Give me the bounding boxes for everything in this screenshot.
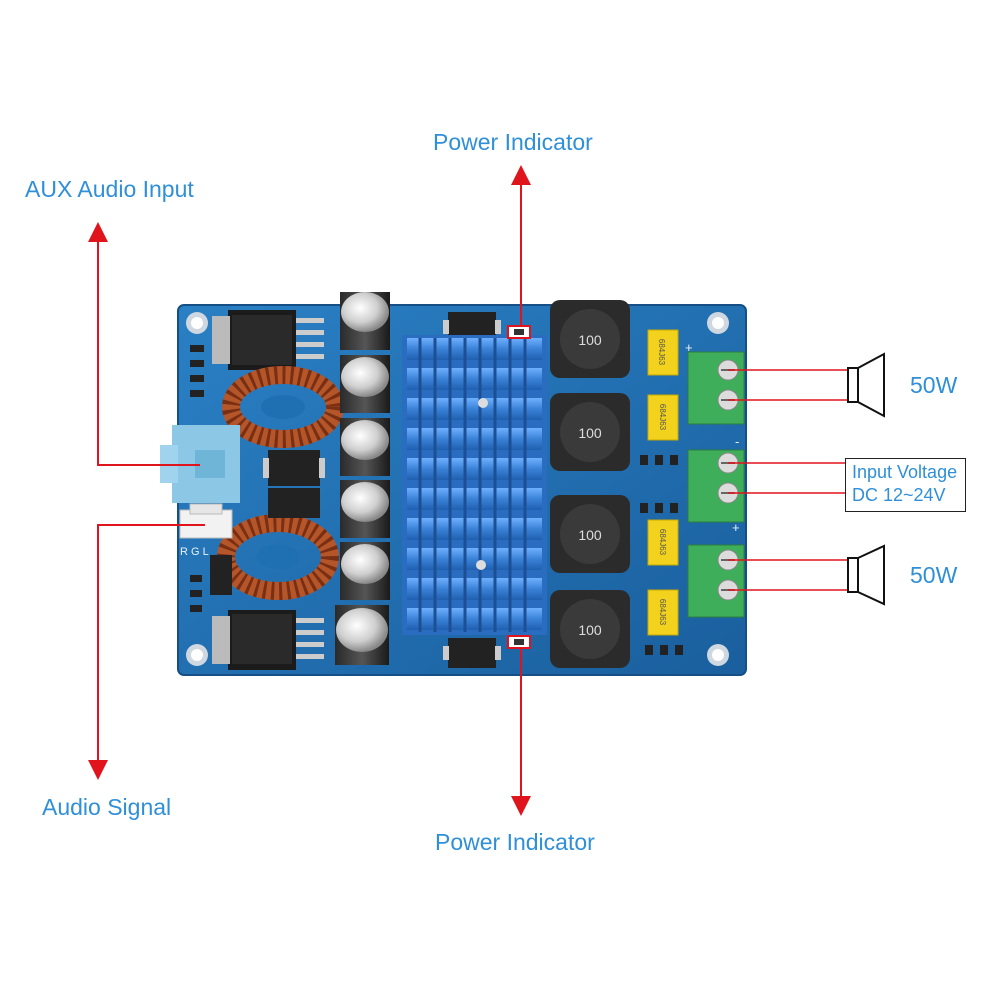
capacitor-value: 684J63 [657, 339, 666, 366]
mounting-hole [707, 312, 729, 334]
input-voltage-line2: DC 12~24V [852, 485, 946, 505]
mounting-hole [186, 312, 208, 334]
rgl-label: R G L [180, 546, 209, 558]
audio-signal-label: Audio Signal [42, 794, 172, 820]
electrolytic-capacitor [335, 605, 389, 665]
electrolytic-capacitor [340, 292, 390, 350]
toroid-inductor-top [222, 366, 344, 448]
power-indicator-bottom-label: Power Indicator [435, 829, 595, 855]
audio-signal-connector [179, 503, 233, 539]
shielded-inductor: 100 [550, 590, 630, 668]
film-capacitor: 684J63 [647, 329, 679, 376]
speaker-icon-top [847, 352, 885, 418]
aux-audio-jack [160, 425, 240, 503]
plus-mark: + [732, 520, 740, 535]
smd-chip [268, 488, 320, 518]
mounting-hole [186, 644, 208, 666]
power-indicator-led-top [507, 325, 531, 339]
inductor-value: 100 [578, 527, 602, 543]
speaker-bottom-watts-label: 50W [910, 562, 958, 588]
minus-mark: - [735, 434, 739, 449]
shielded-inductor: 100 [550, 393, 630, 471]
speaker-wires-bottom [728, 559, 848, 591]
inductor-value: 100 [578, 622, 602, 638]
smd-components [190, 345, 683, 655]
capacitor-value: 684J63 [658, 599, 667, 626]
input-voltage-box: Input Voltage DC 12~24V [845, 458, 967, 512]
electrolytic-capacitor [340, 355, 390, 413]
electrolytic-capacitor [340, 480, 390, 538]
smd-chip [210, 555, 232, 595]
electrolytic-capacitor [340, 418, 390, 476]
speaker-terminal-top [687, 351, 745, 425]
capacitor-value: 684J63 [658, 529, 667, 556]
inductor-value: 100 [578, 425, 602, 441]
inductor-value: 100 [578, 332, 602, 348]
power-wires [728, 462, 845, 494]
power-indicator-top-label: Power Indicator [433, 129, 593, 155]
shielded-inductor: 100 [550, 300, 630, 378]
speaker-top-watts-label: 50W [910, 372, 958, 398]
capacitor-value: 684J63 [658, 404, 667, 431]
speaker-wires-top [728, 369, 848, 401]
mounting-hole [707, 644, 729, 666]
power-input-terminal [687, 449, 745, 523]
plus-mark: + [685, 340, 693, 355]
electrolytic-capacitor [340, 542, 390, 600]
speaker-terminal-bottom [687, 544, 745, 618]
input-voltage-line1: Input Voltage [852, 462, 958, 482]
power-indicator-led-bottom [507, 635, 531, 649]
film-capacitor: 684J63 [647, 589, 679, 636]
smd-chip [263, 450, 325, 486]
film-capacitor: 684J63 [647, 394, 679, 441]
speaker-icon-bottom [847, 544, 885, 606]
arrow-audio-signal [88, 524, 205, 780]
aux-audio-input-label: AUX Audio Input [25, 176, 194, 202]
regulator-chip-top [212, 310, 324, 370]
smd-chip [443, 638, 501, 668]
shielded-inductor: 100 [550, 495, 630, 573]
arrow-aux-input [88, 222, 200, 466]
regulator-chip-bottom [212, 610, 324, 670]
heatsink [402, 335, 547, 635]
film-capacitor: 684J63 [647, 519, 679, 566]
